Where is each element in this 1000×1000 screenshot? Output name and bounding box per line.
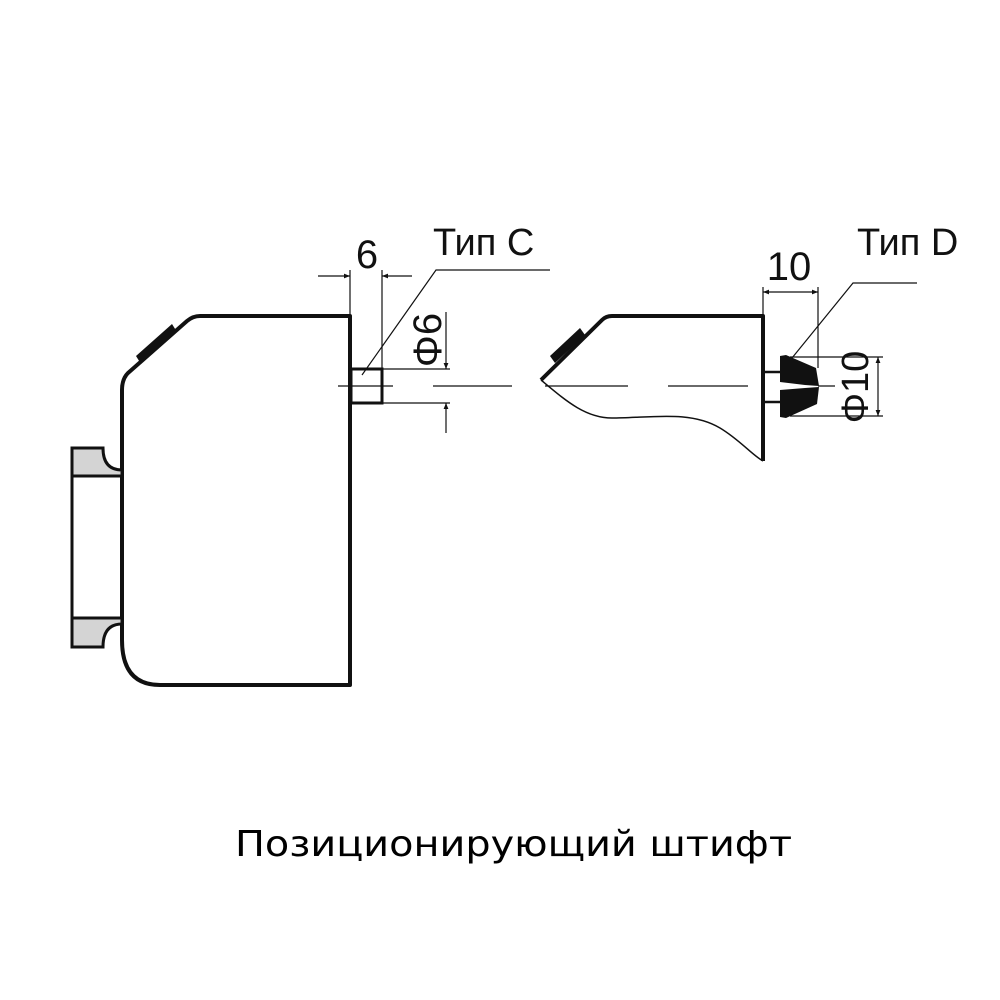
chamfer-strip-d bbox=[550, 328, 585, 363]
pin-d bbox=[763, 355, 819, 418]
dim-c-diameter-label: Φ6 bbox=[406, 313, 450, 367]
chamfer-strip bbox=[136, 324, 177, 364]
dim-c-length-label: 6 bbox=[356, 233, 378, 277]
leader-d bbox=[791, 282, 917, 359]
dim-d-diameter-label: Φ10 bbox=[835, 351, 877, 424]
body-outline bbox=[120, 314, 352, 687]
break-line bbox=[540, 379, 764, 462]
dimension-c-diameter bbox=[383, 312, 450, 433]
dimension-d-length bbox=[762, 287, 819, 368]
mounting-clip bbox=[70, 446, 124, 649]
dimension-d-diameter bbox=[790, 356, 883, 417]
dimension-c-length bbox=[318, 270, 412, 369]
dim-d-length-label: 10 bbox=[767, 245, 812, 289]
caption: Позиционирующий штифт bbox=[235, 824, 792, 865]
leader-c bbox=[361, 269, 550, 376]
type-c-label: Тип C bbox=[433, 222, 534, 264]
type-d-label: Тип D bbox=[857, 222, 958, 264]
type-d-view: 10 Φ10 Тип D bbox=[539, 222, 958, 462]
body-outline-d bbox=[539, 314, 765, 461]
type-c-view: 6 Φ6 Тип C bbox=[70, 222, 550, 687]
